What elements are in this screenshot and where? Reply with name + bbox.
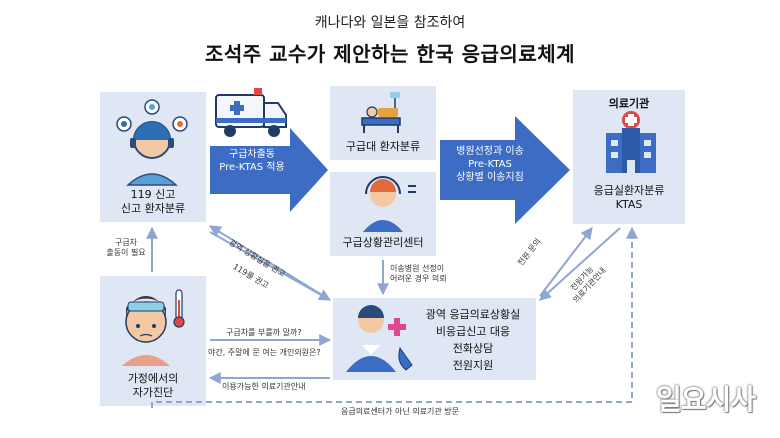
subtitle: 캐나다와 일본을 참조하여 <box>314 15 466 31</box>
transport-arrow-text: 병원선정과 이송 Pre-KTAS 상황별 이송지침 <box>440 145 540 184</box>
call119-label: 119 신고 신고 환자분류 <box>100 188 206 216</box>
home-line2: 자가진단 <box>132 386 174 399</box>
available-guide-label: 이용가능한 의료기관안내 <box>222 382 306 391</box>
need-ambulance-line2: 출동이 필요 <box>106 248 146 257</box>
sick-person-icon <box>122 296 170 366</box>
hospital-label: 응급실환자분류 KTAS <box>573 184 685 212</box>
question-night-label: 야간, 주말에 문 여는 개인의원은? <box>208 348 321 357</box>
hospital-icon <box>606 111 656 173</box>
home-label: 가정에서의 자가진단 <box>100 372 206 400</box>
need-ambulance-line1: 구급차 <box>114 238 138 247</box>
transport-line3: 상황별 이송지침 <box>456 172 524 183</box>
question-ambulance-label: 구급차를 부를까 말까? <box>226 328 302 337</box>
thermometer-icon <box>173 289 185 328</box>
non-center-visit-label: 응급의료센터가 아닌 의료기관 방문 <box>338 407 463 417</box>
hard-selection-label: 이송병원 선정이 어려운 경우 의뢰 <box>390 264 447 284</box>
watermark: 일요시사 <box>656 383 756 416</box>
transport-line1: 병원선정과 이송 <box>456 146 524 157</box>
dispatch-arrow-text: 구급차출동 Pre-KTAS 적용 <box>212 148 292 174</box>
hospital-top-label: 의료기관 <box>608 97 650 110</box>
hard-selection-line2: 어려운 경우 의뢰 <box>390 274 447 283</box>
hospital-line1: 응급실환자분류 <box>593 184 665 197</box>
hospital-line2: KTAS <box>615 198 643 211</box>
title: 조석주 교수가 제안하는 한국 응급의료체계 <box>204 42 576 66</box>
doctor-icon <box>346 305 406 372</box>
hard-selection-line1: 이송병원 선정이 <box>390 264 445 273</box>
dispatch-arrow <box>210 128 328 212</box>
home-line1: 가정에서의 <box>127 372 179 385</box>
transport-arrow <box>440 116 570 224</box>
regional-line1: 광역 응급의료상황실 <box>425 308 521 321</box>
regional-line4: 전원지원 <box>452 359 494 372</box>
dispatch-center-label: 구급상황관리센터 <box>342 236 424 249</box>
dispatcher-icon <box>116 99 188 186</box>
regional-line2: 비응급신고 대응 <box>435 325 511 338</box>
headset-operator-icon <box>363 176 416 232</box>
phone-icon <box>398 346 413 371</box>
need-ambulance-label: 구급차 출동이 필요 <box>106 238 146 258</box>
transport-line2: Pre-KTAS <box>468 159 512 170</box>
ambulance-triage-label: 구급대 환자분류 <box>345 140 421 153</box>
regional-line3: 전화상담 <box>452 342 494 355</box>
regional-label: 광역 응급의료상황실 비응급신고 대응 전화상담 전원지원 <box>408 306 538 374</box>
patient-bed-icon <box>361 92 401 133</box>
dispatch-line2: Pre-KTAS 적용 <box>219 162 285 173</box>
dispatch-line1: 구급차출동 <box>229 149 275 160</box>
call119-line1: 119 신고 <box>130 188 176 201</box>
ambulance-icon <box>215 88 287 137</box>
call119-line2: 신고 환자분류 <box>120 202 186 215</box>
